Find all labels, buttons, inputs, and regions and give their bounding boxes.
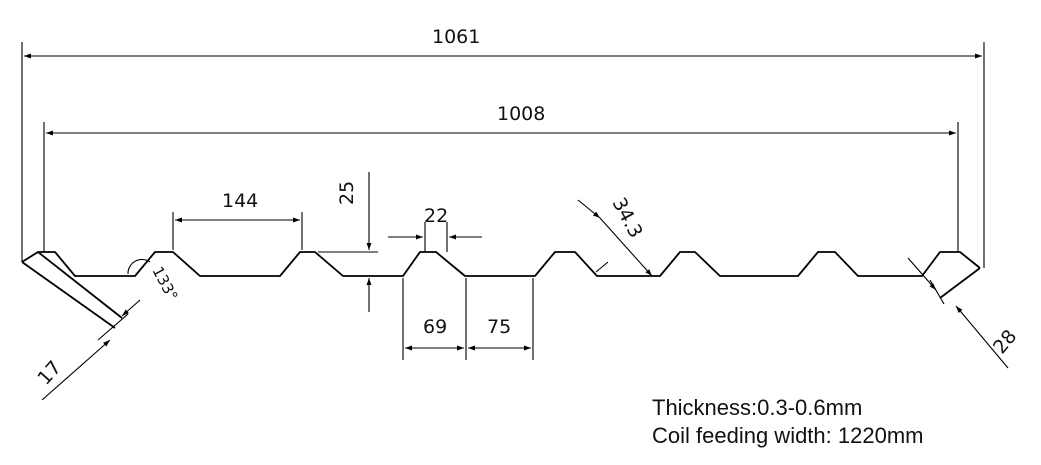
dim-label-rib-base: 69 (423, 316, 447, 338)
dim-label-right-edge: 28 (989, 326, 1021, 359)
dim-arrow-17 (41, 339, 111, 401)
dim-arrow-top-34 (577, 199, 601, 219)
left-edge-hem (21, 261, 116, 329)
dim-arrow-28b (955, 305, 1009, 369)
dim-label-valley: 75 (487, 316, 511, 338)
left-edge-hem-inner (37, 251, 123, 319)
dim-line-34 (599, 217, 653, 277)
dim-arrow-17b (121, 299, 141, 317)
dim-label-rib-top: 22 (424, 205, 448, 227)
dim-label-total-width: 1061 (432, 26, 480, 48)
right-edge-hem (939, 267, 981, 299)
thickness-note: Thickness:0.3-0.6mm (652, 395, 863, 420)
ext-28 (929, 279, 945, 305)
dim-arrow-28a (907, 257, 937, 291)
spec-notes: Thickness:0.3-0.6mm Coil feeding width: … (652, 394, 923, 450)
dim-label-left-edge: 17 (33, 357, 66, 390)
coil-width-note: Coil feeding width: 1220mm (652, 423, 924, 448)
dim-label-rib-spacing: 144 (222, 190, 258, 212)
dim-label-rib-slope: 34.3 (608, 194, 647, 242)
dim-label-rib-height: 25 (336, 181, 358, 205)
ext-34-bottom (595, 261, 609, 273)
sheet-profile (21, 251, 981, 277)
dim-label-effective-width: 1008 (497, 103, 545, 125)
angle-arc (127, 258, 151, 275)
ext-17 (97, 313, 129, 341)
dim-label-angle: 133° (148, 263, 181, 303)
